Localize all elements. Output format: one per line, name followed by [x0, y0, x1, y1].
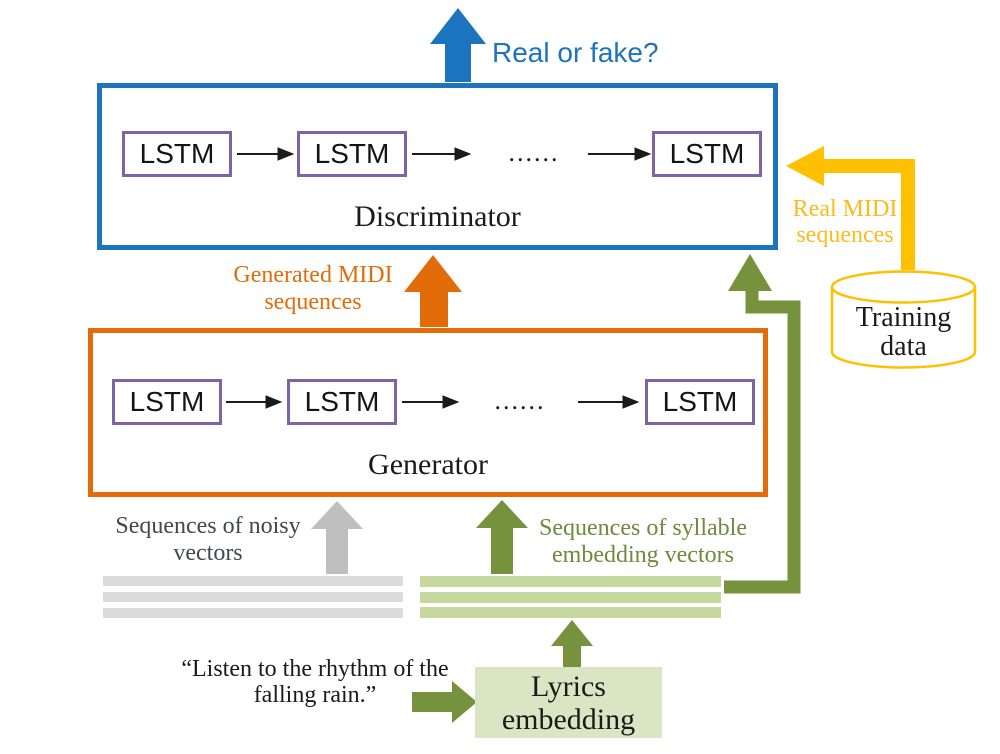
- noise-vectors-label: Sequences of noisy vectors: [98, 513, 318, 567]
- noise-vectors-line2: vectors: [173, 540, 243, 566]
- noise-vector-bar-2: [103, 592, 403, 602]
- generated-midi-line2: sequences: [264, 289, 362, 315]
- syllable-to-discriminator-arrow-shaft: [724, 288, 801, 594]
- generator-label: Generator: [368, 448, 488, 481]
- lyrics-quote-line2: falling rain.”: [253, 682, 377, 708]
- discriminator-lstm-cell-3: LSTM: [652, 131, 762, 177]
- syllable-vectors-line2: embedding vectors: [552, 542, 734, 568]
- generator-lstm-cell-2: LSTM: [287, 379, 397, 425]
- real-or-fake-arrow-icon: [430, 8, 486, 82]
- discriminator-lstm-cell-1: LSTM: [122, 131, 232, 177]
- discriminator-cell-arrows: [237, 147, 652, 161]
- syllable-arrow-icon: [476, 500, 528, 574]
- generator-box: [88, 328, 768, 497]
- syllable-vector-bar-1: [420, 576, 721, 587]
- noise-arrow-icon: [311, 501, 363, 574]
- database-cylinder-icon: [830, 270, 977, 369]
- lyrics-quote-line1: “Listen to the rhythm of the: [181, 656, 449, 682]
- generator-cell-arrows: [226, 395, 640, 409]
- generated-midi-line1: Generated MIDI: [233, 262, 393, 288]
- quote-to-lyrics-arrow-icon: [412, 681, 477, 723]
- discriminator-ellipsis: ......: [508, 138, 560, 167]
- real-or-fake-label: Real or fake?: [492, 37, 659, 68]
- noise-vector-bar-3: [103, 608, 403, 618]
- lyrics-to-vectors-arrow-icon: [551, 620, 593, 668]
- noise-vector-bar-1: [103, 576, 403, 586]
- lyrics-quote: “Listen to the rhythm of the falling rai…: [150, 656, 480, 708]
- discriminator-box: [97, 83, 778, 250]
- syllable-vector-bar-2: [420, 592, 721, 603]
- real-midi-line1: Real MIDI: [792, 196, 898, 222]
- real-midi-label: Real MIDI sequences: [780, 196, 910, 248]
- syllable-vectors-line1: Sequences of syllable: [539, 515, 747, 541]
- generated-midi-label: Generated MIDI sequences: [203, 262, 423, 316]
- generated-midi-arrow-icon: [404, 255, 462, 327]
- syllable-to-discriminator-arrow-head-icon: [728, 254, 772, 291]
- training-data-label: Training data: [832, 303, 975, 361]
- lyrics-embedding-line2: embedding: [501, 702, 636, 736]
- generator-ellipsis: ......: [494, 386, 546, 415]
- syllable-vectors-label: Sequences of syllable embedding vectors: [528, 515, 758, 569]
- discriminator-label: Discriminator: [354, 200, 521, 233]
- noise-vectors-line1: Sequences of noisy: [115, 513, 301, 539]
- lyrics-embedding-line1: Lyrics: [531, 669, 606, 703]
- real-midi-arrow-shaft: [824, 159, 915, 270]
- training-data-line1: Training: [855, 302, 952, 333]
- training-data-line2: data: [880, 331, 927, 362]
- lyrics-embedding-box: Lyrics embedding: [475, 667, 662, 738]
- discriminator-lstm-cell-2: LSTM: [297, 131, 407, 177]
- generator-lstm-cell-1: LSTM: [112, 379, 222, 425]
- syllable-vector-bar-3: [420, 607, 721, 618]
- real-midi-arrow-head-icon: [786, 146, 824, 186]
- generator-lstm-cell-3: LSTM: [645, 379, 755, 425]
- real-midi-line2: sequences: [796, 222, 894, 248]
